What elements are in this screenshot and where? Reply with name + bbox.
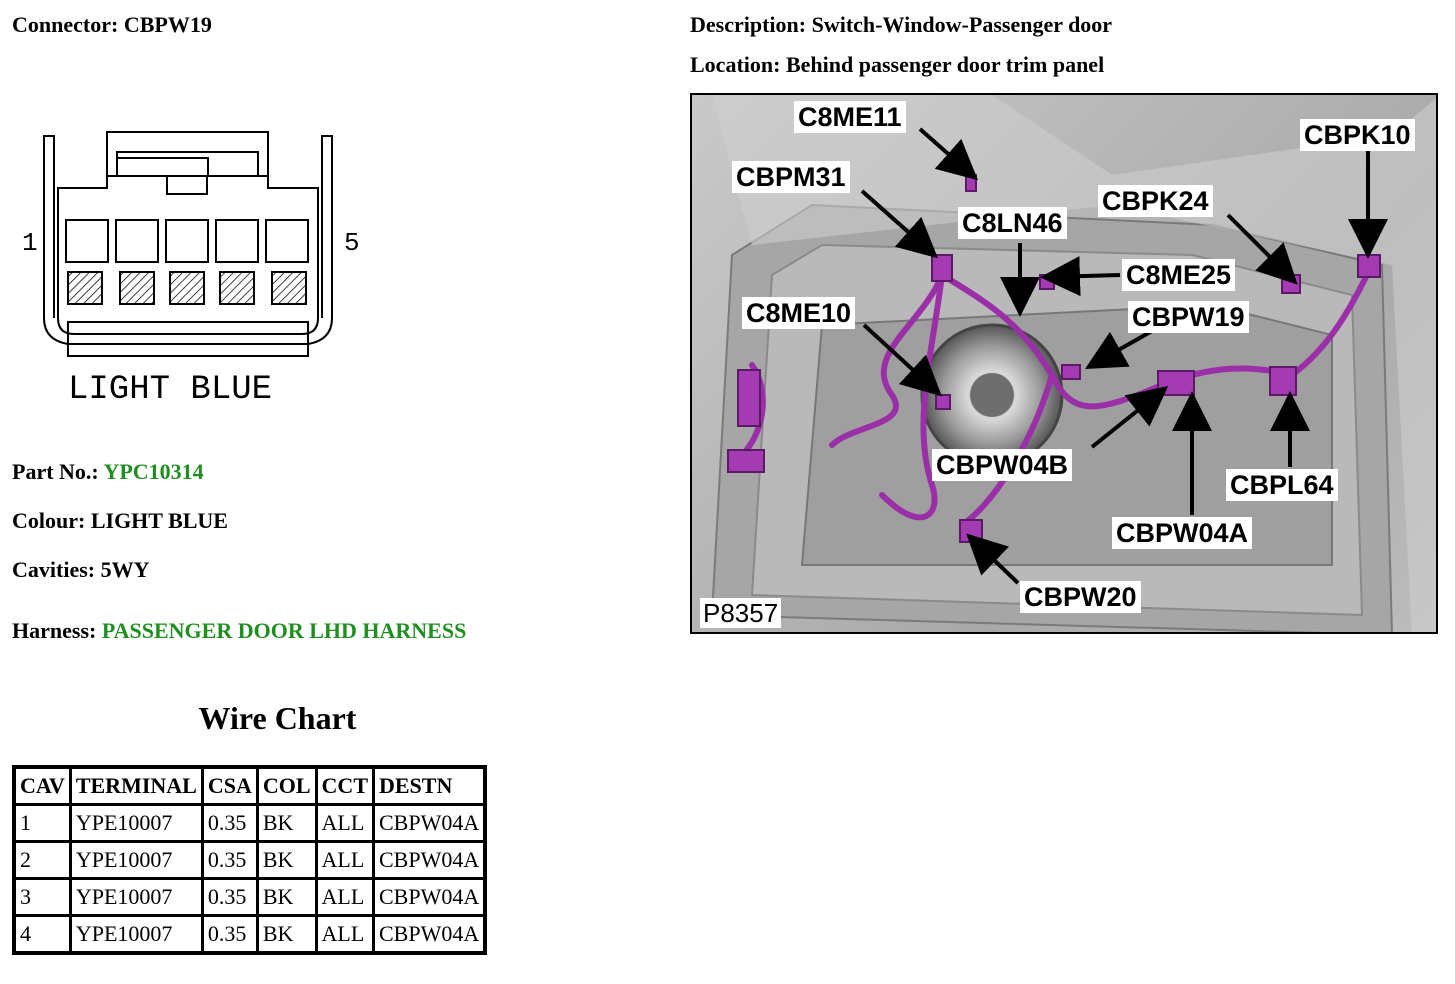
colour-line: Colour: LIGHT BLUE [12,508,228,534]
callout-c8me25: C8ME25 [1122,259,1236,291]
callout-cbpm31: CBPM31 [732,161,850,193]
callout-c8ln46: C8LN46 [958,207,1067,239]
callout-cbpk24: CBPK24 [1098,185,1213,217]
cell-cct: ALL [314,914,376,955]
table-row: 4 YPE10007 0.35 BK ALL CBPW04A [12,914,487,955]
harness-label: Harness: [12,618,97,643]
connector-face-diagram: 1 5 LIGHT BLUE [22,131,360,408]
cell-destn: CBPW04A [372,840,487,880]
cell-col: BK [255,803,318,843]
cell-cav: 1 [12,803,72,843]
part-no-link[interactable]: YPC10314 [103,459,204,484]
part-no-label: Part No.: [12,459,99,484]
colour-label: Colour: [12,508,86,533]
col-header-terminal: TERMINAL [68,765,204,806]
cell-cav: 2 [12,840,72,880]
part-no-line: Part No.: YPC10314 [12,459,204,485]
cell-cct: ALL [314,877,376,917]
cell-cct: ALL [314,803,376,843]
connector-label: Connector: [12,12,119,37]
col-header-col: COL [255,765,318,806]
callout-cbpw04a: CBPW04A [1112,517,1253,549]
table-row: 2 YPE10007 0.35 BK ALL CBPW04A [12,840,487,880]
pin-first-label: 1 [22,228,38,258]
harness-line: Harness: PASSENGER DOOR LHD HARNESS [12,618,466,644]
cavities-line: Cavities: 5WY [12,557,149,583]
callout-cbpl64: CBPL64 [1226,469,1338,501]
col-header-csa: CSA [200,765,259,806]
colour-value: LIGHT BLUE [90,508,228,533]
cell-col: BK [255,840,318,880]
wire-chart-header-row: CAV TERMINAL CSA COL CCT DESTN [12,765,487,806]
cavity-row [65,219,309,263]
cell-destn: CBPW04A [372,914,487,955]
location-label: Location: [690,52,781,77]
cell-terminal: YPE10007 [68,877,204,917]
location-value: Behind passenger door trim panel [785,52,1105,77]
pin-last-label: 5 [344,228,360,258]
wire-chart-table: CAV TERMINAL CSA COL CCT DESTN 1 YPE1000… [12,765,488,955]
table-row: 3 YPE10007 0.35 BK ALL CBPW04A [12,877,487,917]
description-value: Switch-Window-Passenger door [811,12,1113,37]
callout-cbpw19: CBPW19 [1128,301,1249,333]
col-header-cav: CAV [12,765,72,806]
location-line: Location: Behind passenger door trim pan… [690,52,1104,78]
cell-csa: 0.35 [200,803,259,843]
cell-terminal: YPE10007 [68,803,204,843]
connector-line: Connector: CBPW19 [12,12,212,38]
callout-c8me10: C8ME10 [742,297,856,329]
cell-csa: 0.35 [200,914,259,955]
col-header-cct: CCT [314,765,376,806]
cell-destn: CBPW04A [372,803,487,843]
callout-cbpw04b: CBPW04B [932,449,1073,481]
description-label: Description: [690,12,807,37]
callout-cbpw20: CBPW20 [1020,581,1141,613]
photo-id-label: P8357 [700,598,782,628]
diagram-colour-text: LIGHT BLUE [68,371,272,408]
wire-chart-title: Wire Chart [198,700,357,736]
cell-csa: 0.35 [200,840,259,880]
callout-cbpk10: CBPK10 [1300,119,1415,151]
cell-terminal: YPE10007 [68,840,204,880]
cavities-value: 5WY [100,557,150,582]
description-line: Description: Switch-Window-Passenger doo… [690,12,1112,38]
cell-terminal: YPE10007 [68,914,204,955]
table-row: 1 YPE10007 0.35 BK ALL CBPW04A [12,803,487,843]
cell-cav: 3 [12,877,72,917]
cell-col: BK [255,877,318,917]
col-header-destn: DESTN [372,765,487,806]
cell-cct: ALL [314,840,376,880]
callout-c8me11: C8ME11 [794,101,906,133]
cell-destn: CBPW04A [372,877,487,917]
location-photo: C8ME11 CBPK10 CBPM31 CBPK24 C8LN46 C8ME2… [690,93,1438,634]
cell-col: BK [255,914,318,955]
cell-csa: 0.35 [200,877,259,917]
cell-cav: 4 [12,914,72,955]
harness-link[interactable]: PASSENGER DOOR LHD HARNESS [101,618,467,643]
cavities-label: Cavities: [12,557,96,582]
connector-value: CBPW19 [123,12,212,37]
